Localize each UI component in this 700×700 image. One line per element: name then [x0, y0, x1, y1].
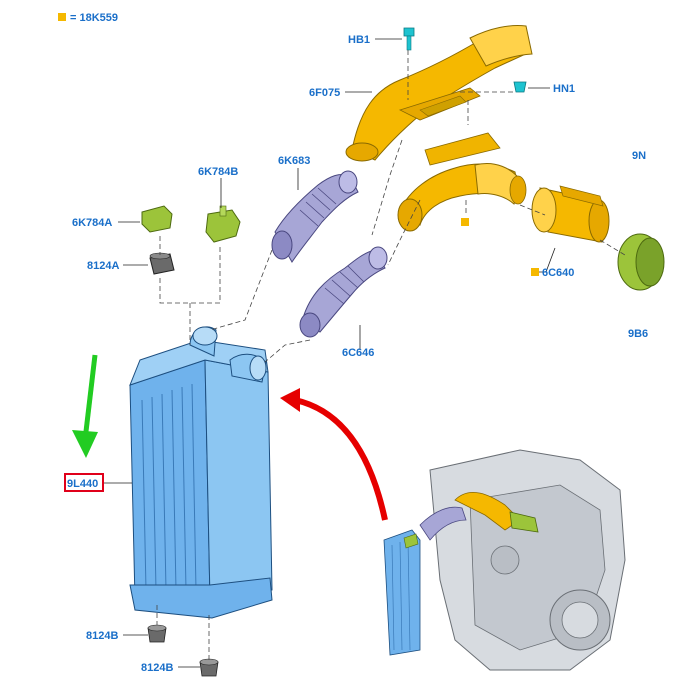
leader-lines	[102, 38, 556, 668]
label-6c646: 6C646	[342, 347, 374, 359]
label-9n-cut: 9N	[632, 150, 646, 162]
part-6c640	[531, 185, 610, 243]
fastener-hn1	[513, 81, 527, 93]
intercooler-9l440	[129, 326, 273, 619]
pipe-lower-yellow	[397, 132, 527, 232]
label-8124a: 8124A	[87, 260, 119, 272]
clip-6k784a	[141, 205, 173, 233]
clip-6k784b	[205, 205, 241, 243]
foot-8124b-lower	[199, 658, 219, 677]
legend-swatch-icon	[58, 13, 66, 21]
assembly-dash-lines	[156, 50, 626, 660]
foot-8124b-upper	[147, 624, 167, 643]
label-9l440: 9L440	[67, 478, 98, 490]
part-9b6-cut	[617, 233, 665, 291]
green-down-arrow-icon	[72, 354, 98, 458]
pipe-6f075	[345, 25, 533, 162]
hose-6k683	[271, 170, 359, 263]
yellow-square-icon	[531, 268, 539, 276]
label-6k784a: 6K784A	[72, 217, 112, 229]
part-8124a	[149, 252, 175, 275]
fastener-hb1	[403, 27, 415, 51]
label-8124b-upper: 8124B	[86, 630, 118, 642]
part-label-highlight-box	[64, 473, 104, 492]
label-9b6-cut: 9B6	[628, 328, 648, 340]
curved-red-arrow-icon	[280, 388, 388, 521]
label-8124b-lower: 8124B	[141, 662, 173, 674]
yellow-square-icon	[461, 218, 469, 226]
legend-text: = 18K559	[70, 12, 118, 24]
label-6k683: 6K683	[278, 155, 310, 167]
label-6c640: 6C640	[542, 267, 574, 279]
label-6f075: 6F075	[309, 87, 340, 99]
label-6k784b: 6K784B	[198, 166, 238, 178]
hose-6c646	[299, 246, 388, 338]
label-hn1: HN1	[553, 83, 575, 95]
engine-assembly-thumbnail	[383, 449, 626, 671]
label-hb1: HB1	[348, 34, 370, 46]
